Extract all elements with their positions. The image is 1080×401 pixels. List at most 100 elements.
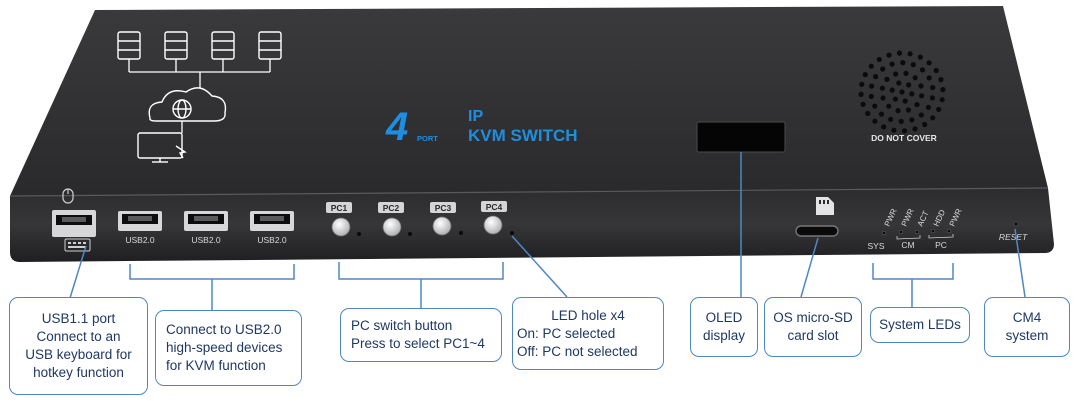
- pc1-led-hole: [357, 232, 361, 236]
- leader-lines: [69, 152, 1026, 310]
- vent-hole: [896, 80, 902, 86]
- vent-hole: [879, 85, 886, 91]
- vent-hole: [901, 128, 908, 134]
- callout-oled-display: OLED display: [690, 297, 758, 357]
- callout-line: OS micro-SD: [773, 310, 853, 325]
- usb20-port[interactable]: [250, 211, 294, 231]
- vent-hole: [869, 83, 875, 89]
- callout-cm4-system: CM4 system: [984, 297, 1070, 357]
- callout-line: display: [702, 328, 746, 343]
- vent-hole: [892, 96, 899, 102]
- vent-hole: [860, 101, 866, 107]
- brand-number: 4: [385, 105, 408, 149]
- callout-line: LED hole x4: [551, 307, 625, 323]
- vent-hole: [933, 67, 939, 74]
- callout-pc-switch-button: PC switch button Press to select PC1~4: [340, 308, 502, 362]
- sd-card-icon: [816, 197, 834, 215]
- vent-hole: [868, 63, 874, 69]
- brand-title: KVM SWITCH: [468, 126, 578, 145]
- vent-hole: [888, 116, 894, 122]
- vent-hole: [889, 61, 895, 67]
- pc4-led-hole: [510, 231, 514, 235]
- brand-port: PORT: [417, 134, 438, 143]
- vent-hole: [872, 118, 878, 124]
- vent-hole: [906, 82, 912, 88]
- usb20-port[interactable]: [184, 211, 228, 231]
- reset-pinhole[interactable]: [1013, 221, 1019, 227]
- vent-hole: [929, 95, 936, 101]
- pc1-switch-button[interactable]: [331, 217, 351, 237]
- led-group-bracket: [896, 234, 954, 240]
- vent-hole: [873, 74, 879, 80]
- vent-hole: [886, 52, 892, 58]
- pc3-switch-button[interactable]: [432, 216, 452, 236]
- vent-hole: [891, 127, 897, 133]
- callout-line: hotkey function: [33, 365, 124, 380]
- vent-hole: [912, 126, 918, 132]
- vent-hole: [899, 89, 905, 95]
- vent-hole: [862, 72, 868, 78]
- vent-hole: [878, 111, 885, 117]
- led-label-cm: CM: [901, 240, 914, 250]
- vent-hole: [919, 93, 925, 99]
- vent-hole: [926, 60, 932, 66]
- vent-hole: [940, 87, 946, 93]
- vent-hole: [918, 83, 924, 89]
- pc2-label: PC2: [383, 203, 400, 213]
- vent-hole: [880, 66, 886, 72]
- callout-led-hole: LED hole x4 On: PC selected Off: PC not …: [512, 297, 664, 370]
- callout-line: card slot: [787, 328, 839, 343]
- vent-hole: [925, 104, 932, 110]
- callout-line: Press to select PC1~4: [351, 336, 485, 351]
- callout-line: USB keyboard for: [25, 347, 132, 362]
- keyboard-icon: [64, 238, 91, 252]
- vent-hole: [884, 76, 890, 82]
- vent-hole: [912, 75, 918, 81]
- system-led: [881, 228, 952, 236]
- callout-line: OLED: [705, 310, 743, 325]
- vent-hole: [889, 87, 895, 93]
- callout-system-leds: System LEDs: [870, 307, 970, 343]
- vent-hole: [893, 71, 899, 77]
- vent-label: DO NOT COVER: [871, 133, 937, 143]
- oled-screen: [696, 121, 786, 153]
- vent-hole: [930, 115, 936, 121]
- mouse-icon: [62, 188, 74, 204]
- usb20-port[interactable]: [118, 211, 162, 231]
- pc2-label-plate: [378, 202, 404, 213]
- pc1-label-plate: [326, 202, 352, 213]
- vent-hole: [930, 85, 936, 91]
- callout-line: CM4: [1012, 310, 1042, 325]
- brand-ip: IP: [468, 108, 483, 125]
- device-top-surface: [10, 6, 1048, 196]
- micro-sd-slot[interactable]: [795, 225, 839, 237]
- pc3-label: PC3: [435, 203, 452, 213]
- vent-hole: [898, 118, 904, 124]
- pc4-label-plate: [481, 201, 507, 212]
- led-label-sys: SYS: [867, 241, 884, 251]
- vent-hole: [895, 108, 901, 114]
- front-edge-highlight: [9, 187, 1049, 197]
- callout-line: Connect to an: [36, 329, 121, 344]
- vent-grille: [858, 50, 946, 134]
- vent-hole: [938, 77, 944, 83]
- cloud-globe-icon: [148, 87, 227, 122]
- callout-line: Off: PC not selected: [517, 343, 638, 359]
- vent-hole: [859, 81, 865, 87]
- callout-line: USB1.1 port: [41, 311, 116, 326]
- vent-hole: [880, 95, 886, 101]
- callout-micro-sd-slot: OS micro-SD card slot: [764, 297, 862, 357]
- vent-hole: [868, 93, 874, 99]
- vent-hole: [876, 56, 882, 63]
- pc2-switch-button[interactable]: [382, 217, 402, 237]
- vent-hole: [909, 117, 915, 123]
- usb20-label: USB2.0: [191, 235, 221, 245]
- callout-line: system: [1005, 328, 1049, 343]
- pc3-label-plate: [430, 202, 456, 213]
- vent-hole: [903, 70, 909, 76]
- usb11-port[interactable]: [52, 210, 96, 237]
- vent-hole: [909, 91, 915, 97]
- pc4-switch-button[interactable]: [483, 215, 503, 235]
- pc1-label: PC1: [331, 203, 348, 213]
